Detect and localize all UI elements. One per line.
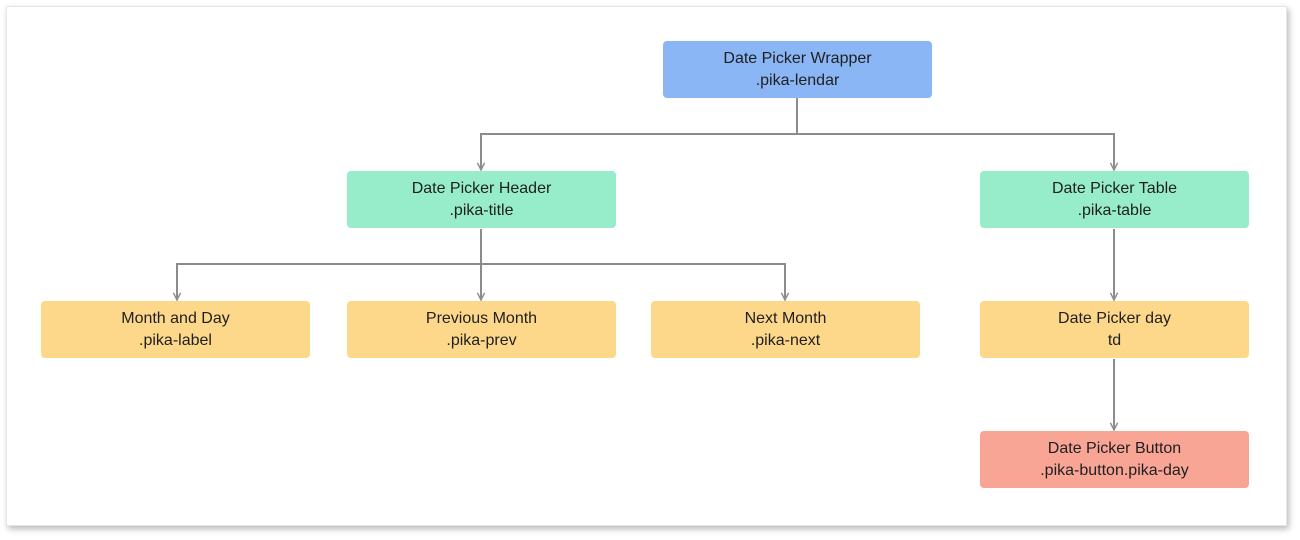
node-selector: td — [1107, 331, 1122, 349]
node-previous-month: Previous Month .pika-prev — [347, 301, 616, 358]
node-selector: .pika-label — [139, 331, 212, 349]
node-selector: .pika-button.pika-day — [1040, 461, 1189, 479]
node-month-and-day: Month and Day .pika-label — [41, 301, 310, 358]
node-date-picker-table: Date Picker Table .pika-table — [980, 171, 1249, 228]
node-label: Date Picker Wrapper — [723, 49, 872, 67]
node-date-picker-day: Date Picker day td — [980, 301, 1249, 358]
node-selector: .pika-title — [449, 201, 514, 219]
node-selector: .pika-next — [750, 331, 821, 349]
node-date-picker-wrapper: Date Picker Wrapper .pika-lendar — [663, 41, 932, 98]
node-label: Next Month — [744, 309, 827, 327]
node-label: Date Picker Table — [1051, 179, 1178, 197]
node-label: Date Picker day — [1058, 309, 1171, 327]
node-label: Date Picker Header — [411, 179, 552, 197]
node-label: Date Picker Button — [1047, 439, 1182, 457]
node-label: Month and Day — [121, 309, 230, 327]
node-label: Previous Month — [425, 309, 538, 327]
node-selector: .pika-lendar — [755, 71, 840, 89]
node-date-picker-header: Date Picker Header .pika-title — [347, 171, 616, 228]
node-date-picker-button: Date Picker Button .pika-button.pika-day — [980, 431, 1249, 488]
node-next-month: Next Month .pika-next — [651, 301, 920, 358]
node-selector: .pika-prev — [446, 331, 517, 349]
node-selector: .pika-table — [1077, 201, 1152, 219]
